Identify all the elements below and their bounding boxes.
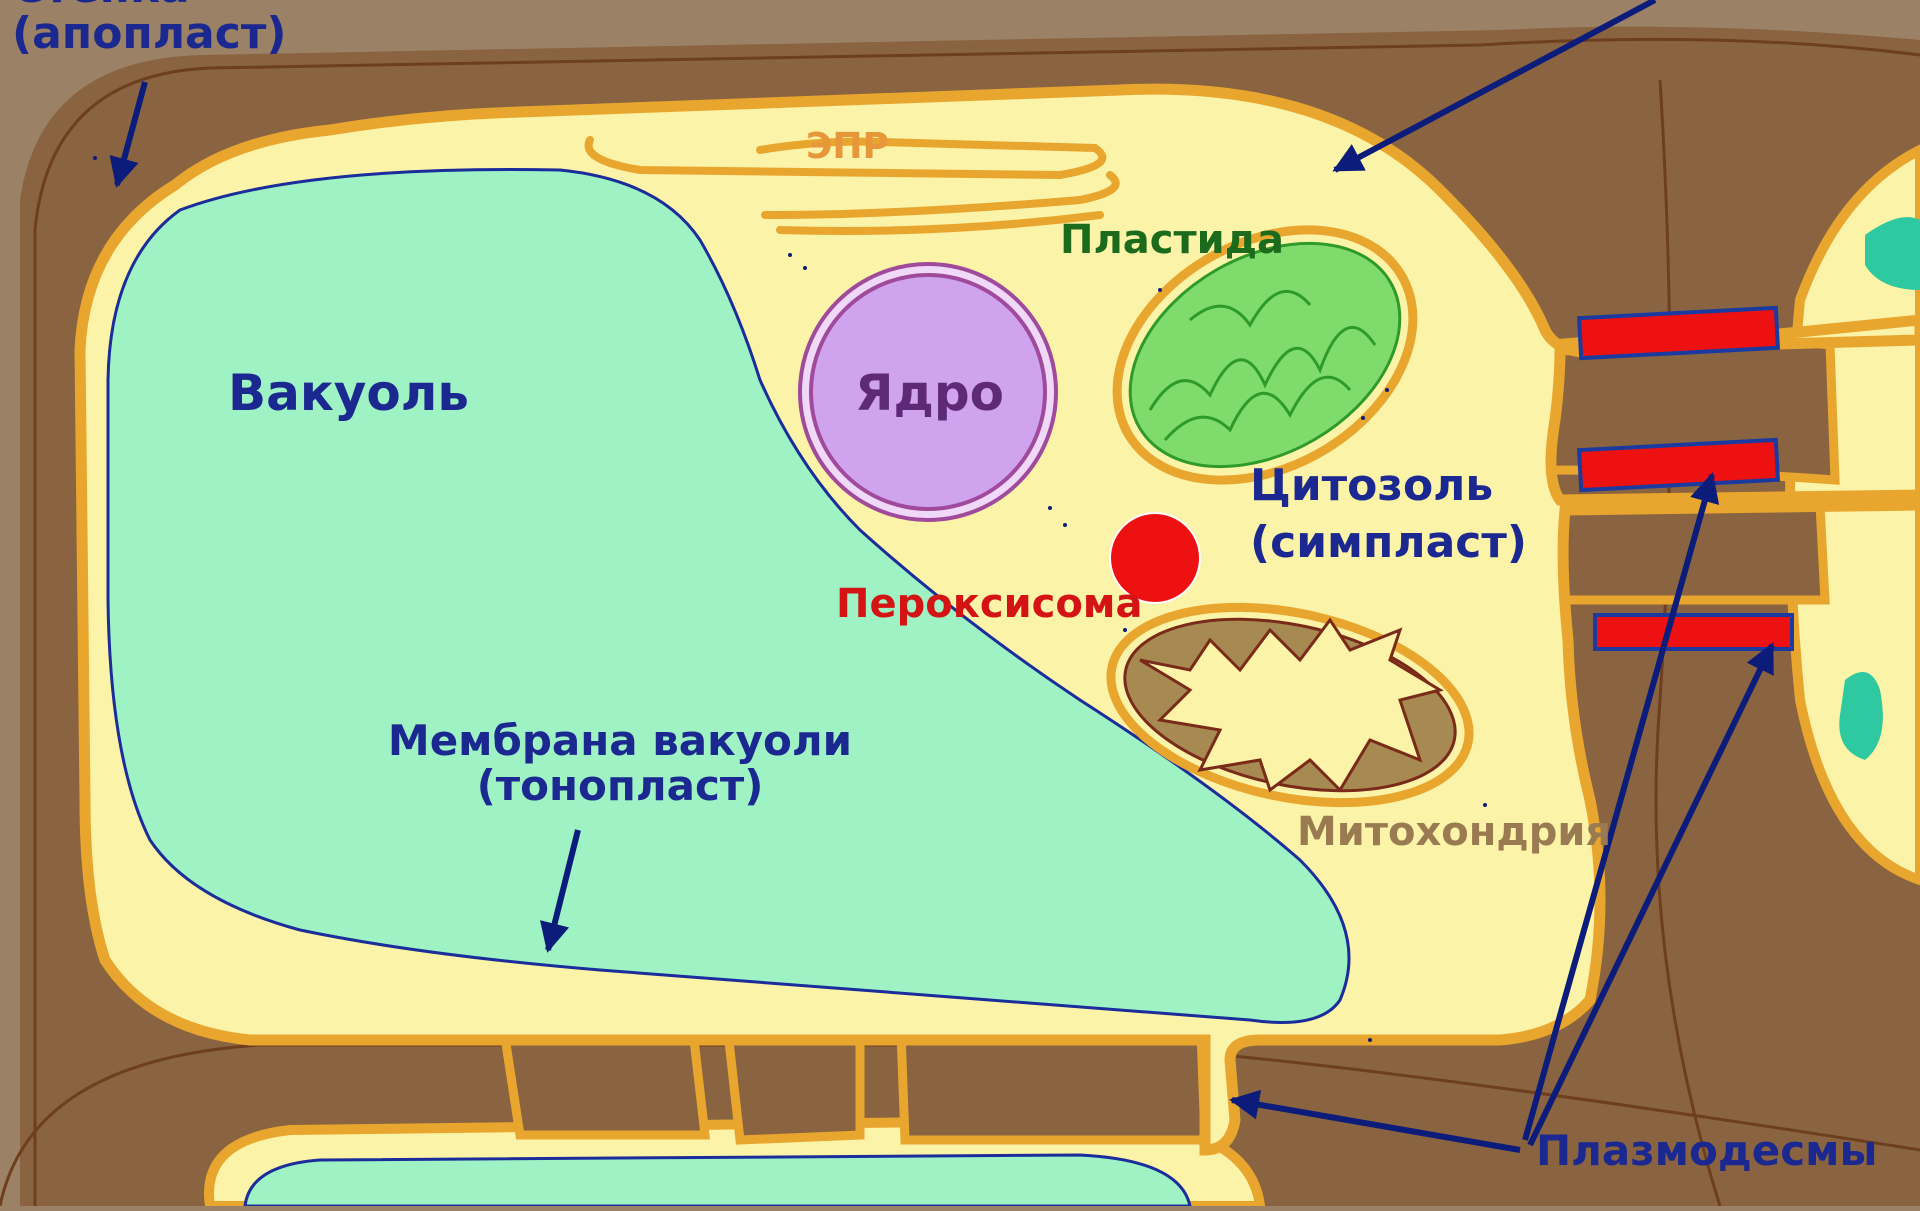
plasmodesma-marker (1579, 308, 1778, 358)
plastid-label: Пластида (1060, 217, 1284, 263)
plasmodesma-marker (1595, 615, 1792, 649)
neighbor-vacuole (245, 1155, 1190, 1206)
tonoplast-label-line2: (тонопласт) (477, 761, 764, 810)
plasmodesma-marker (1579, 440, 1778, 490)
mitochondrion-label: Митохондрия (1297, 809, 1611, 855)
tonoplast-label-line1: Мембрана вакуоли (388, 716, 852, 765)
er-label: ЭПР (806, 126, 889, 167)
vacuole-label: Вакуоль (228, 364, 469, 422)
cytosol-label-line1: Цитозоль (1250, 460, 1493, 511)
plasmodesmata-label: Плазмодесмы (1536, 1126, 1877, 1175)
nucleus-label: Ядро (855, 364, 1004, 422)
cytosol-label-line2: (симпласт) (1250, 517, 1527, 568)
cell-wall-label-line2: (апопласт) (12, 8, 286, 59)
peroxisome-label: Пероксисома (836, 581, 1142, 627)
